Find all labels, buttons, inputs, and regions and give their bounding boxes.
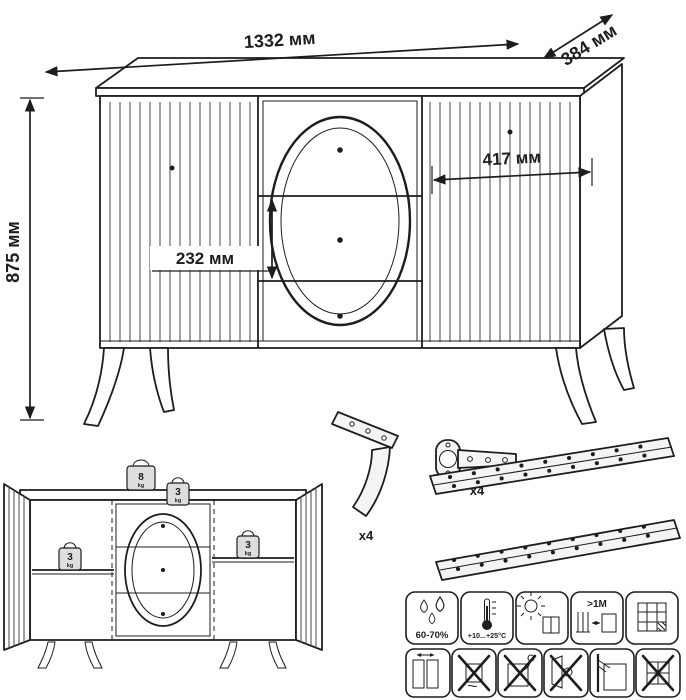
no-hanging-on-doors-icon: [543, 648, 589, 698]
weight-unit: kg: [175, 498, 181, 504]
inner-width-dimension-label: 417 мм: [482, 147, 541, 169]
weight-unit: kg: [245, 551, 251, 557]
no-wet-cleaning-icon: [451, 648, 497, 698]
weight-value: 8: [138, 472, 144, 483]
level-placement-icon: [625, 591, 679, 645]
weight-unit: kg: [138, 483, 144, 489]
rear-left-leg: [149, 347, 175, 413]
weight-top-8kg: 8 kg: [126, 459, 156, 491]
rear-right-leg: [603, 327, 635, 391]
leg-quantity-label: x4: [359, 528, 374, 543]
dimension-height: 875 мм: [3, 97, 44, 421]
open-center-frame: [115, 503, 211, 637]
hinge-part: x4: [435, 439, 517, 498]
open-oval-outer: [124, 513, 202, 627]
weight-right-shelf-3kg: 3 kg: [236, 530, 260, 559]
open-cabinet-top-board: [19, 489, 307, 501]
drawer-knob: [337, 313, 343, 319]
heat-distance-label: >1M: [587, 599, 607, 610]
left-door-knob: [169, 165, 175, 171]
open-left-door: [3, 483, 31, 651]
cabinet-top-face: [95, 57, 625, 89]
right-door-fluting: [429, 102, 571, 342]
open-cabinet-view: [3, 483, 323, 669]
drawer-slides: [429, 437, 681, 581]
drawer-knob: [337, 237, 343, 243]
front-left-leg: [83, 347, 125, 427]
heat-source-distance-icon: >1M: [570, 591, 624, 645]
weight-value: 3: [67, 552, 73, 563]
weight-center-3kg: 3 kg: [166, 477, 190, 506]
keep-from-sunlight-icon: [515, 591, 569, 645]
drawer-knob: [337, 147, 343, 153]
width-dimension-label: 1332 мм: [243, 28, 316, 52]
drawer-slide-lower: [435, 519, 681, 581]
temperature-label: +10...+25°C: [468, 631, 506, 640]
care-icon-grid: 60-70% +10...+25°C >1M: [405, 591, 681, 698]
anchor-to-wall-icon: [589, 648, 635, 698]
dimension-width: 1332 мм: [44, 28, 520, 77]
drawer-height-dimension-label: 232 мм: [176, 249, 234, 268]
dimension-inner-width: 417 мм: [431, 147, 593, 194]
cabinet-side-face: [579, 63, 623, 349]
weight-value: 3: [175, 487, 181, 498]
door-adjustment-icon: [405, 648, 451, 698]
cabinet-top-board-edge: [95, 87, 585, 97]
leg-mounting-plate: [331, 411, 399, 449]
leg-body: [352, 446, 391, 517]
no-climbing-icon: [497, 648, 543, 698]
humidity-label: 60-70%: [416, 630, 449, 641]
metal-leg-part: x4: [331, 411, 399, 543]
weight-left-shelf-3kg: 3 kg: [58, 542, 82, 571]
cabinet-front-face: [99, 95, 581, 349]
right-door-knob: [507, 129, 513, 135]
humidity-icon: 60-70%: [405, 591, 459, 645]
front-right-leg: [555, 347, 597, 425]
main-cabinet-view: [83, 57, 635, 427]
dimension-drawer-height: 232 мм: [150, 198, 278, 280]
weight-value: 3: [245, 540, 251, 551]
no-dragging-icon: [635, 648, 681, 698]
height-dimension-label: 875 мм: [3, 221, 23, 283]
weight-unit: kg: [67, 563, 73, 569]
left-door-fluting: [109, 102, 251, 342]
open-right-door: [295, 483, 323, 651]
open-oval-inner: [131, 521, 195, 619]
temperature-range-icon: +10...+25°C: [460, 591, 514, 645]
